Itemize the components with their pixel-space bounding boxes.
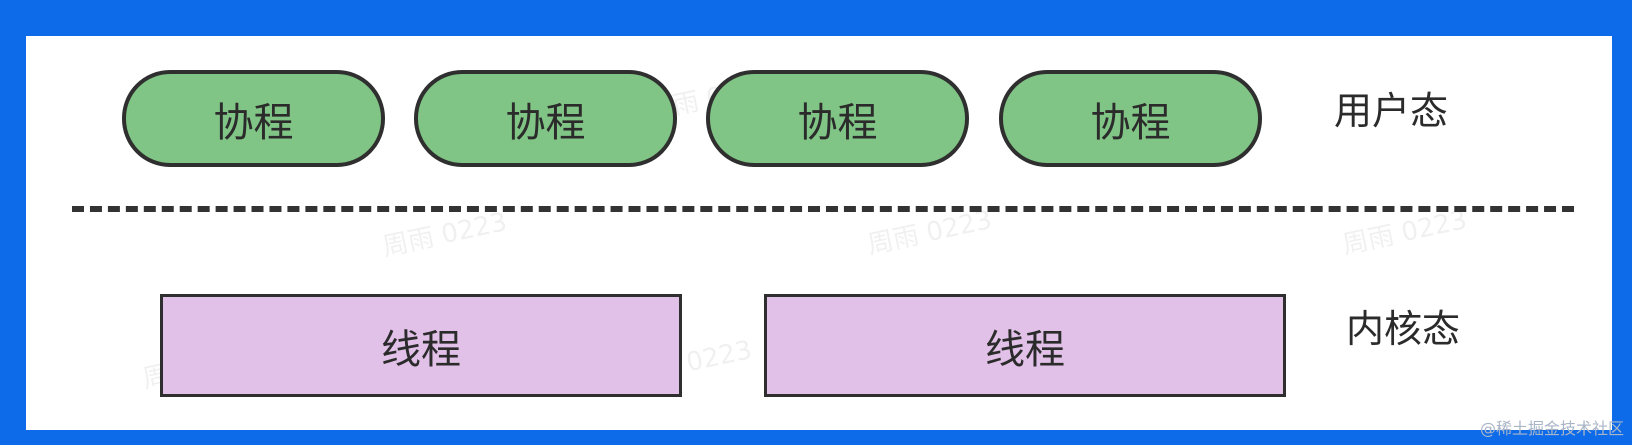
thread-node: 线程 [160,294,682,397]
coroutine-node: 协程 [414,70,677,167]
site-credit: @稀土掘金技术社区 [1479,419,1624,438]
thread-node: 线程 [764,294,1286,397]
coroutine-node: 协程 [122,70,385,167]
coroutine-node: 协程 [999,70,1262,167]
user-space-label: 用户态 [1334,89,1449,133]
coroutine-node: 协程 [706,70,969,167]
kernel-space-label: 内核态 [1346,307,1461,351]
layer-divider [72,206,1574,212]
diagram-canvas: 周雨 0223 周雨 0223 周雨 0223 周雨 0223 周雨 0223 … [26,36,1612,430]
